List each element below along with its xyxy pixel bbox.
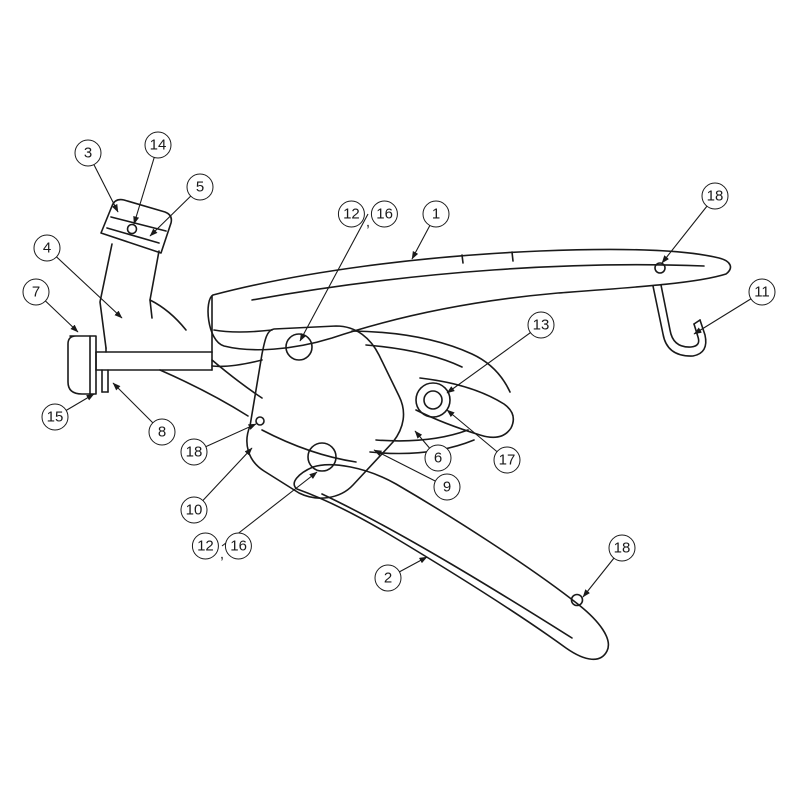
callout-1: 1 — [422, 200, 450, 228]
callout-12-16-lower: 12,16 — [191, 532, 253, 563]
clip-and-pin — [67, 335, 109, 395]
callout-9: 9 — [433, 473, 461, 501]
callout-7: 7 — [22, 278, 50, 306]
rivet-hole-18-bottom — [570, 593, 584, 607]
callout-4: 4 — [33, 234, 61, 262]
small-hole-18-left — [255, 416, 265, 426]
callout-14: 14 — [144, 131, 172, 159]
callout-3: 3 — [74, 139, 102, 167]
callout-18-bottom: 18 — [608, 534, 636, 562]
latch-hook — [652, 284, 707, 357]
lower-handle-outline — [293, 464, 610, 661]
side-linkage — [351, 330, 515, 455]
pivot-13-inner — [423, 390, 443, 410]
blade-connection — [159, 329, 273, 417]
comma-separator: , — [365, 213, 371, 231]
callout-15: 15 — [41, 403, 69, 431]
pivot-plate — [246, 325, 405, 499]
callout-17: 17 — [493, 446, 521, 474]
callout-18-left: 18 — [180, 438, 208, 466]
callout-2: 2 — [374, 564, 402, 592]
upper-handle-outline — [207, 248, 732, 351]
callout-8: 8 — [148, 418, 176, 446]
cap-screw — [126, 223, 138, 235]
pivot-13-outer — [415, 382, 451, 418]
callout-13: 13 — [527, 311, 555, 339]
rivet-hole-18-right — [654, 262, 666, 274]
callout-6: 6 — [424, 444, 452, 472]
callout-11: 11 — [748, 278, 776, 306]
callout-5: 5 — [186, 173, 214, 201]
callout-12-16-upper: 12,16 — [337, 200, 399, 231]
comma-separator: , — [219, 545, 225, 563]
anvil-bracket — [95, 243, 213, 371]
leader-lines — [35, 144, 763, 598]
callout-10: 10 — [180, 496, 208, 524]
bolt-hole-upper — [285, 333, 313, 361]
callout-18-top-right: 18 — [701, 182, 729, 210]
bolt-hole-lower — [307, 442, 337, 472]
